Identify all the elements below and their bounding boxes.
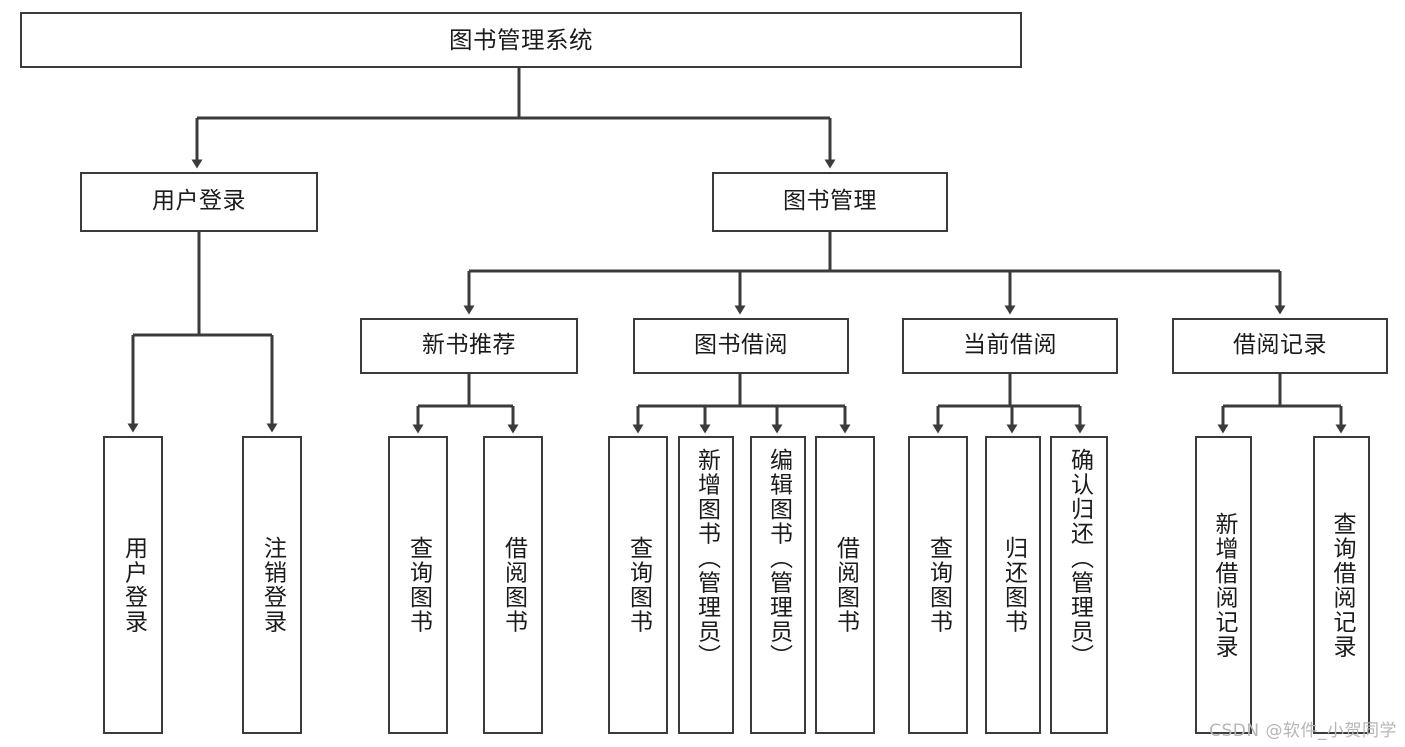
node-leaf-query-book-recommend-label: 查询图书 [405, 536, 432, 634]
node-leaf-confirm-return[interactable]: 确认归还（管理员） [1050, 436, 1108, 734]
node-root-label: 图书管理系统 [449, 25, 593, 54]
node-new-book-recommend[interactable]: 新书推荐 [360, 318, 578, 374]
node-borrow-records-label: 借阅记录 [1233, 332, 1327, 359]
node-book-management[interactable]: 图书管理 [712, 172, 948, 232]
node-leaf-borrow-book-label: 借阅图书 [832, 536, 859, 634]
node-leaf-borrow-book-recommend-label: 借阅图书 [500, 536, 527, 634]
node-leaf-query-book-current[interactable]: 查询图书 [908, 436, 968, 734]
node-leaf-query-book-borrow[interactable]: 查询图书 [608, 436, 668, 734]
node-book-management-label: 图书管理 [783, 188, 877, 215]
node-leaf-add-book[interactable]: 新增图书（管理员） [678, 436, 734, 734]
node-root[interactable]: 图书管理系统 [20, 12, 1022, 68]
node-user-login[interactable]: 用户登录 [80, 172, 318, 232]
node-new-book-recommend-label: 新书推荐 [422, 332, 516, 359]
node-leaf-logout[interactable]: 注销登录 [242, 436, 302, 734]
node-leaf-query-book-current-label: 查询图书 [925, 536, 952, 634]
node-leaf-query-borrow-record[interactable]: 查询借阅记录 [1313, 436, 1370, 734]
node-user-login-label: 用户登录 [152, 188, 246, 215]
node-leaf-return-book-label: 归还图书 [1000, 536, 1027, 634]
node-leaf-user-login[interactable]: 用户登录 [103, 436, 163, 734]
node-current-borrow[interactable]: 当前借阅 [902, 318, 1118, 374]
node-leaf-query-book-recommend[interactable]: 查询图书 [388, 436, 448, 734]
node-leaf-borrow-book-recommend[interactable]: 借阅图书 [483, 436, 543, 734]
node-leaf-query-book-borrow-label: 查询图书 [625, 536, 652, 634]
node-current-borrow-label: 当前借阅 [963, 332, 1057, 359]
node-leaf-return-book[interactable]: 归还图书 [985, 436, 1041, 734]
node-leaf-user-login-label: 用户登录 [120, 536, 147, 634]
node-book-borrow[interactable]: 图书借阅 [633, 318, 849, 374]
node-leaf-query-borrow-record-label: 查询借阅记录 [1329, 511, 1355, 659]
node-leaf-add-borrow-record[interactable]: 新增借阅记录 [1195, 436, 1252, 734]
node-leaf-confirm-return-label: 确认归还（管理员） [1066, 448, 1093, 669]
node-leaf-borrow-book[interactable]: 借阅图书 [815, 436, 875, 734]
node-borrow-records[interactable]: 借阅记录 [1172, 318, 1388, 374]
node-leaf-add-borrow-record-label: 新增借阅记录 [1211, 511, 1237, 659]
node-leaf-add-book-label: 新增图书（管理员） [693, 448, 720, 669]
node-leaf-edit-book-label: 编辑图书（管理员） [765, 448, 792, 669]
node-leaf-edit-book[interactable]: 编辑图书（管理员） [750, 436, 806, 734]
csdn-watermark: CSDN @软件_小贺同学 [1209, 721, 1397, 741]
node-book-borrow-label: 图书借阅 [694, 332, 788, 359]
node-leaf-logout-label: 注销登录 [259, 536, 286, 634]
